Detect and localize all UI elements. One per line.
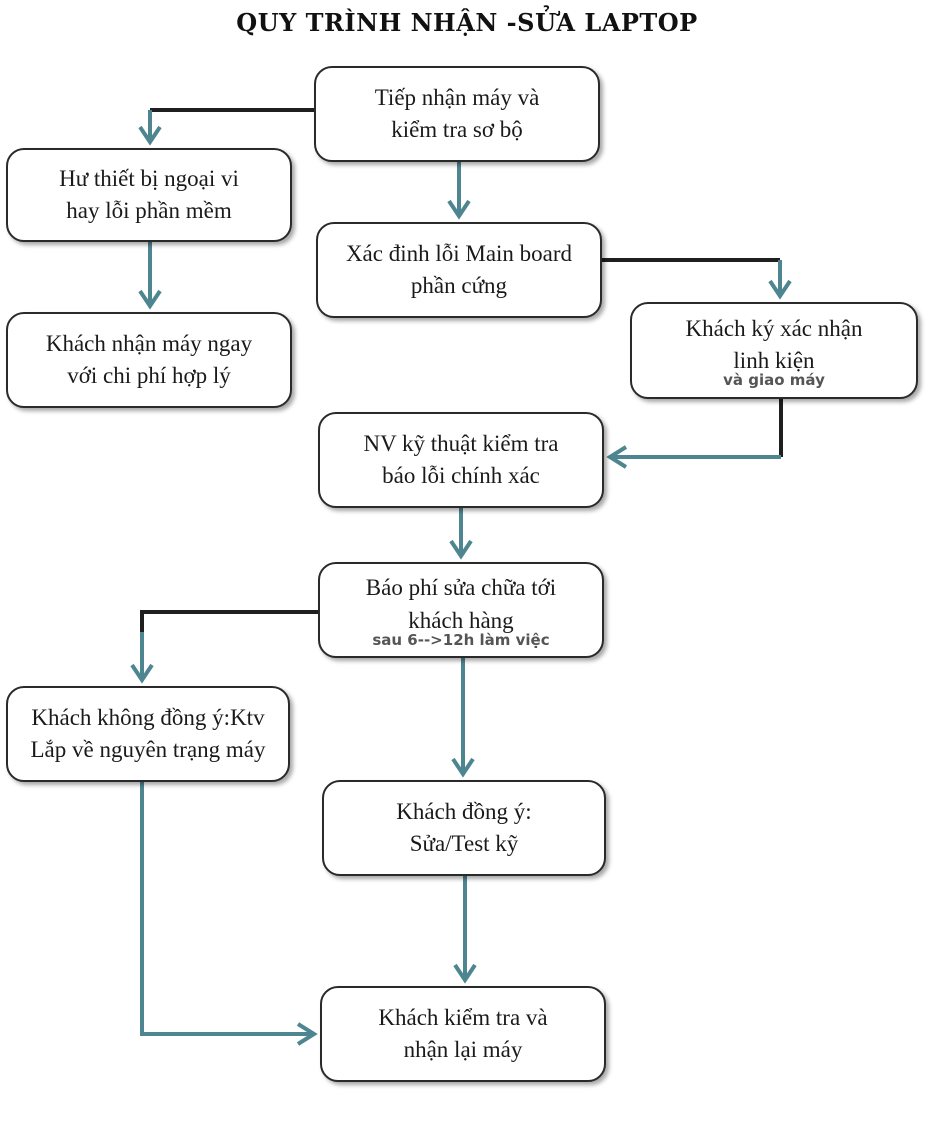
step-pickup-line-2: với chi phí hợp lý [67,363,231,388]
step-decline-line-2: Lắp về nguyên trạng máy [30,737,266,762]
step-tech-inspection: NV kỹ thuật kiểm tra báo lỗi chính xác [318,412,604,508]
step-quote-line-2: khách hàng [408,607,514,633]
step-customer-agree: Khách đồng ý: Sửa/Test kỹ [322,780,606,876]
step-sign-line-2: linh kiện [733,348,815,373]
step-tech-line-1: NV kỹ thuật kiểm tra [363,430,559,456]
step-customer-decline: Khách không đồng ý:Ktv Lắp về nguyên trạ… [6,686,290,782]
step-customer-pickup: Khách nhận máy ngay với chi phí hợp lý [6,312,292,408]
arrow-decline-to-final [140,782,314,1036]
step-final-line-1: Khách kiểm tra và [378,1004,548,1030]
step-receive-line-2: kiểm tra sơ bộ [391,117,523,142]
step-agree-line-1: Khách đồng ý: [396,798,532,824]
step-sign-confirm: Khách ký xác nhận linh kiện và giao máy [630,302,918,399]
diagram-title: QUY TRÌNH NHẬN -SỬA LAPTOP [236,8,698,37]
step-repair-quote: Báo phí sửa chữa tới khách hàng sau 6-->… [318,562,604,658]
step-tech-line-2: báo lỗi chính xác [382,463,540,488]
step-decline-line-1: Khách không đồng ý:Ktv [31,704,265,730]
step-mainboard-line-1: Xác đinh lỗi Main board [345,240,573,266]
step-sign-note: và giao máy [723,371,825,390]
step-sign-line-1: Khách ký xác nhận [685,315,863,341]
step-peripheral-line-2: hay lỗi phần mềm [66,198,232,223]
step-pickup-line-1: Khách nhận máy ngay [45,330,253,356]
step-quote-note: sau 6-->12h làm việc [372,630,550,649]
step-final-line-2: nhận lại máy [403,1037,523,1062]
step-receive-check: Tiếp nhận máy và kiểm tra sơ bộ [314,66,600,162]
step-receive-line-1: Tiếp nhận máy và [374,84,540,110]
step-quote-line-1: Báo phí sửa chữa tới [365,575,557,601]
step-peripheral-software: Hư thiết bị ngoại vi hay lỗi phần mềm [6,148,292,242]
step-mainboard-hardware: Xác đinh lỗi Main board phần cứng [316,222,602,318]
step-agree-line-2: Sửa/Test kỹ [409,831,519,856]
step-peripheral-line-1: Hư thiết bị ngoại vi [59,165,239,191]
step-mainboard-line-2: phần cứng [410,273,508,298]
connector-quote-to-decline [140,610,318,632]
step-final-pickup: Khách kiểm tra và nhận lại máy [320,986,606,1082]
